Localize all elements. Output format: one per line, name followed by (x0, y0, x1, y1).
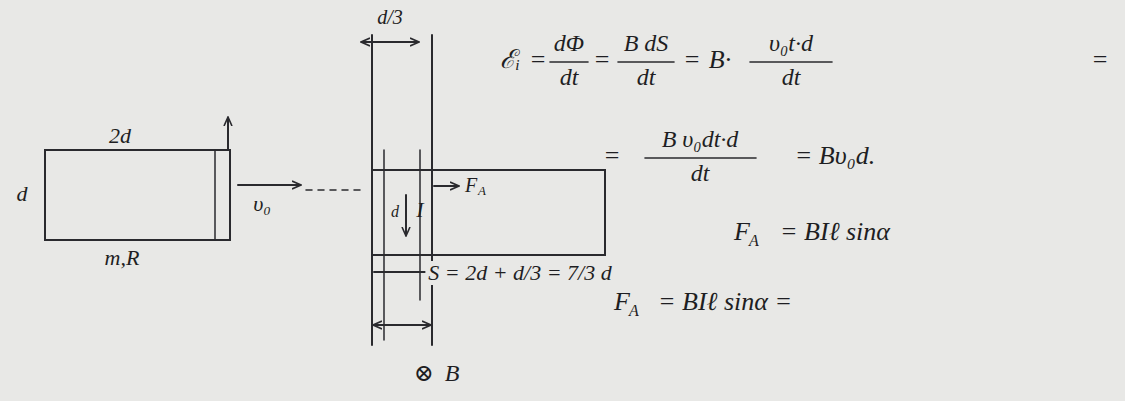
field-symbol: ⊗ (414, 360, 434, 386)
distance-equation: S = 2d + d/3 = 7/3 d (425, 261, 614, 285)
velocity-label: υ₀ (253, 192, 271, 216)
field-label: B (445, 360, 460, 386)
equation-term: F (734, 218, 750, 247)
equation-term: dt (560, 64, 579, 90)
up-arrow (227, 118, 229, 150)
width-arrow (362, 41, 418, 43)
motion-path (306, 189, 365, 191)
equation-term: ℰᵢ (500, 46, 520, 75)
current-arrow (405, 195, 407, 235)
force-label: F (465, 174, 477, 196)
loop-side (419, 150, 421, 300)
equation-term: B· (709, 46, 731, 75)
equation-term: dt (691, 160, 710, 186)
equation-term: B υ₀dt·d (662, 126, 739, 152)
equation-term: A (749, 232, 759, 250)
equation-term: A (629, 302, 639, 320)
velocity-arrow (238, 184, 300, 186)
current-label: I (416, 198, 423, 222)
equation-term: dΦ (554, 30, 584, 56)
dimension-label: d (17, 182, 28, 206)
equation-term: = (1093, 46, 1108, 75)
equation-term: = (605, 142, 620, 171)
equation-term: B dS (624, 30, 669, 56)
width-arrow (374, 324, 430, 326)
fraction-bar (618, 61, 674, 63)
equation-term: = BIℓ sinα (780, 218, 890, 247)
equation-term: = (595, 46, 610, 75)
field-boundary (431, 35, 433, 345)
fraction-bar (645, 157, 756, 159)
equation-term: υ₀t·d (769, 30, 813, 56)
equation-term: F (614, 288, 630, 317)
loop-in-field (372, 170, 605, 255)
dimension-label: d (391, 203, 399, 221)
fraction-bar (550, 61, 588, 63)
equation-term: = (685, 46, 700, 75)
loop-edge (214, 150, 216, 240)
dimension-label: d/3 (377, 6, 403, 28)
dimension-label: 2d (109, 124, 131, 148)
equation-term: = (531, 46, 546, 75)
fraction-bar (750, 61, 832, 63)
equation-term: = Bυ₀d. (795, 142, 875, 171)
force-arrow (434, 185, 458, 187)
conducting-loop (45, 150, 230, 240)
equation-term: = BIℓ sinα = (658, 288, 792, 317)
equation-term: dt (637, 64, 656, 90)
loop-side (383, 150, 385, 340)
mass-resistance-label: m,R (105, 246, 140, 270)
force-subscript: A (478, 184, 486, 198)
equation-term: dt (782, 64, 801, 90)
